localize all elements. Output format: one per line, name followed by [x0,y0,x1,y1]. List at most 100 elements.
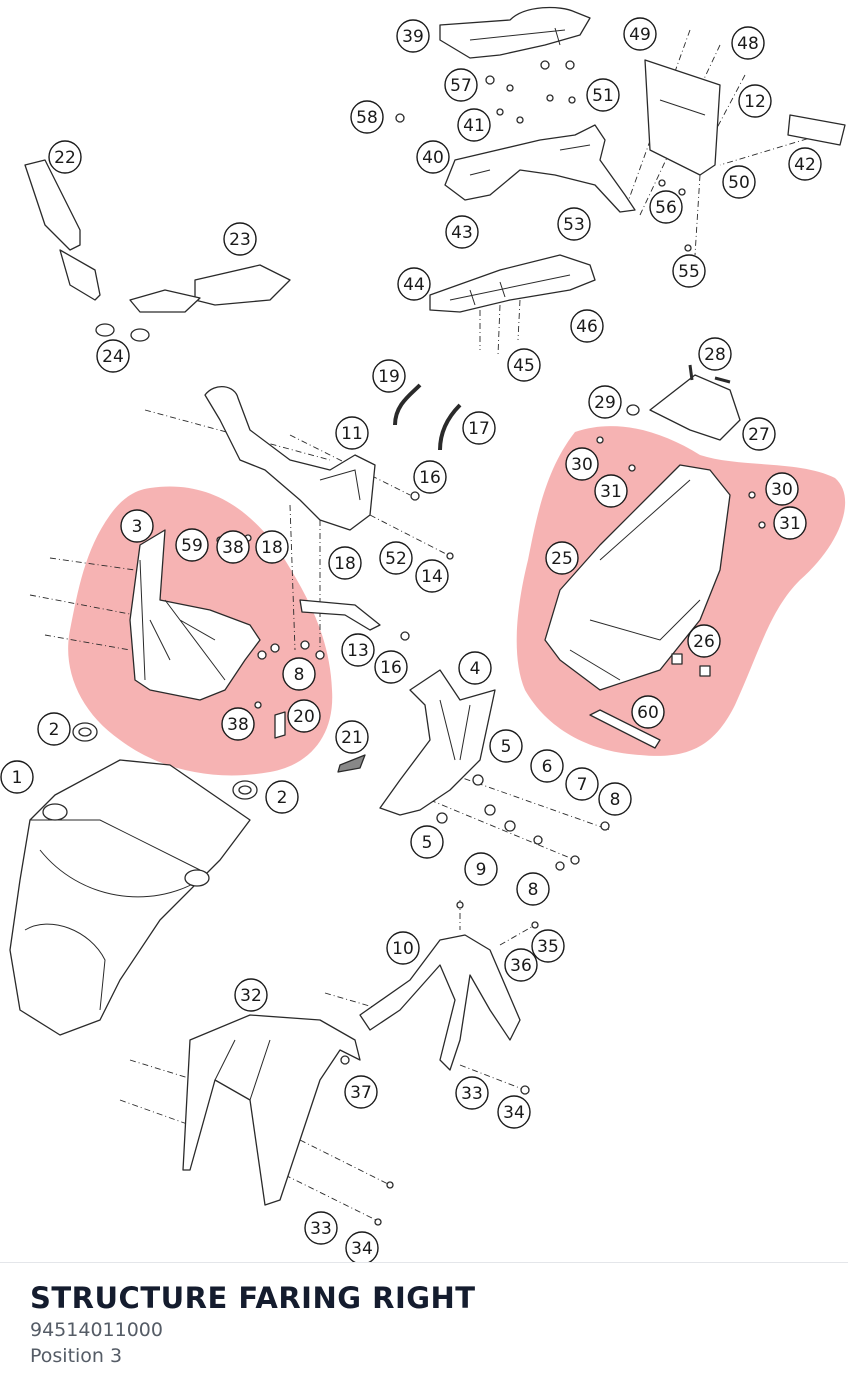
part-22-mirror-left[interactable] [24,159,101,301]
callout-30[interactable]: 30 [765,472,799,506]
part-19-hose[interactable] [393,383,422,426]
callout-4[interactable]: 4 [458,651,492,685]
part-17-hose[interactable] [438,403,462,451]
callout-49[interactable]: 49 [623,17,657,51]
callout-number: 57 [450,76,472,96]
callout-46[interactable]: 46 [570,309,604,343]
callout-55[interactable]: 55 [672,254,706,288]
callout-37[interactable]: 37 [344,1075,378,1109]
callout-2[interactable]: 2 [37,712,71,746]
callout-5[interactable]: 5 [489,729,523,763]
callout-25[interactable]: 25 [545,541,579,575]
part-26-clips[interactable] [671,653,711,677]
callout-27[interactable]: 27 [742,417,776,451]
callout-38[interactable]: 38 [216,530,250,564]
part-2-grommet-upper[interactable] [72,722,98,742]
part-27-bracket[interactable] [649,374,741,441]
callout-22[interactable]: 22 [48,140,82,174]
callout-8[interactable]: 8 [516,872,550,906]
callout-18[interactable]: 18 [328,546,362,580]
callout-29[interactable]: 29 [588,385,622,419]
part-42-reflector[interactable] [787,114,846,146]
callout-59[interactable]: 59 [175,528,209,562]
callout-31[interactable]: 31 [594,474,628,508]
callout-9[interactable]: 9 [464,852,498,886]
callout-33[interactable]: 33 [455,1076,489,1110]
callout-16[interactable]: 16 [374,650,408,684]
callout-8[interactable]: 8 [282,657,316,691]
callout-51[interactable]: 51 [586,78,620,112]
part-4-structure-faring-left[interactable] [379,669,496,816]
callout-26[interactable]: 26 [687,624,721,658]
callout-13[interactable]: 13 [341,633,375,667]
callout-30[interactable]: 30 [565,447,599,481]
callout-10[interactable]: 10 [386,931,420,965]
callout-24[interactable]: 24 [96,339,130,373]
part-2-grommet-lower[interactable] [232,780,258,800]
callout-42[interactable]: 42 [788,147,822,181]
callout-53[interactable]: 53 [557,207,591,241]
callout-56[interactable]: 56 [649,190,683,224]
callout-43[interactable]: 43 [445,215,479,249]
part-49-plate-holder[interactable] [644,59,721,176]
callout-1[interactable]: 1 [0,760,34,794]
callout-38[interactable]: 38 [221,707,255,741]
part-39-seat-cowl[interactable] [439,6,591,59]
callout-57[interactable]: 57 [444,68,478,102]
part-23-mirror-right[interactable] [129,264,291,313]
callout-35[interactable]: 35 [531,929,565,963]
callout-48[interactable]: 48 [731,26,765,60]
callout-34[interactable]: 34 [345,1231,379,1262]
callout-39[interactable]: 39 [396,19,430,53]
callout-58[interactable]: 58 [350,100,384,134]
callout-32[interactable]: 32 [234,978,268,1012]
part-1-front-fairing[interactable] [9,759,251,1036]
callout-19[interactable]: 19 [372,359,406,393]
callout-circle [223,222,257,256]
callout-3[interactable]: 3 [120,509,154,543]
callout-2[interactable]: 2 [265,780,299,814]
callout-16[interactable]: 16 [413,460,447,494]
callout-20[interactable]: 20 [287,699,321,733]
callout-40[interactable]: 40 [416,140,450,174]
callout-number: 56 [655,198,677,218]
callout-28[interactable]: 28 [698,337,732,371]
part-info-panel: STRUCTURE FARING RIGHT 94514011000 Posit… [0,1262,848,1391]
callout-number: 44 [403,275,425,295]
part-20-clip[interactable] [274,711,286,739]
callout-7[interactable]: 7 [565,767,599,801]
callout-21[interactable]: 21 [335,720,369,754]
part-24-washers[interactable] [95,323,150,342]
callout-60[interactable]: 60 [631,695,665,729]
callout-36[interactable]: 36 [504,948,538,982]
callout-23[interactable]: 23 [223,222,257,256]
part-40-rear-frame[interactable] [444,124,636,213]
callout-17[interactable]: 17 [462,411,496,445]
callout-45[interactable]: 45 [507,348,541,382]
part-60-rail[interactable] [589,709,661,749]
callout-44[interactable]: 44 [397,267,431,301]
part-21-plate[interactable] [337,754,366,773]
callout-8[interactable]: 8 [598,782,632,816]
callout-50[interactable]: 50 [722,165,756,199]
part-25-side-panel[interactable] [544,464,731,691]
callout-31[interactable]: 31 [773,506,807,540]
part-29-washer[interactable] [626,404,640,416]
callout-5[interactable]: 5 [410,825,444,859]
part-11-headlight-bracket[interactable] [204,386,376,531]
part-44-inner-mudguard[interactable] [429,254,596,313]
callout-14[interactable]: 14 [415,559,449,593]
callout-6[interactable]: 6 [530,749,564,783]
callout-52[interactable]: 52 [379,541,413,575]
part-10-fender-bracket[interactable] [359,934,521,1071]
callout-12[interactable]: 12 [738,84,772,118]
part-32-front-fender[interactable] [182,1014,361,1206]
callout-18[interactable]: 18 [255,530,289,564]
part-3-structure-faring-right[interactable] [129,529,261,701]
callout-33[interactable]: 33 [304,1211,338,1245]
part-28-pin[interactable] [688,364,731,384]
callout-11[interactable]: 11 [335,416,369,450]
callout-41[interactable]: 41 [457,108,491,142]
callout-34[interactable]: 34 [497,1095,531,1129]
part-13-bracket[interactable] [299,599,381,631]
